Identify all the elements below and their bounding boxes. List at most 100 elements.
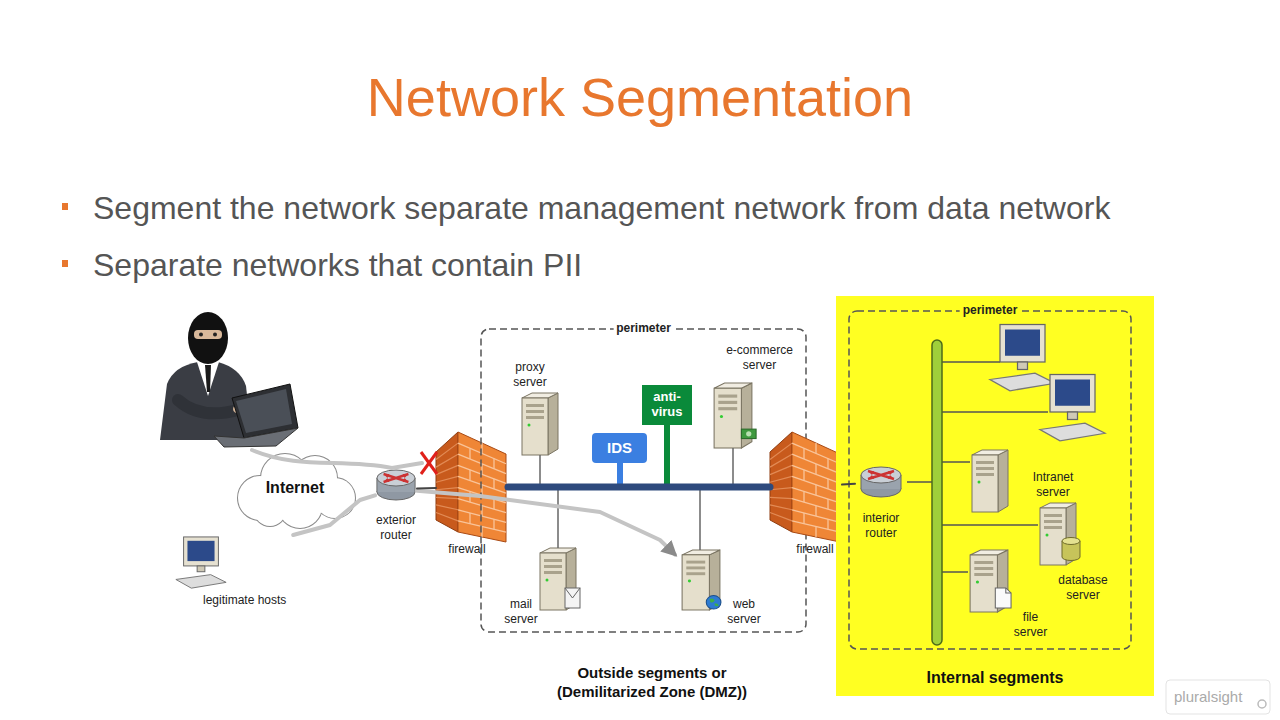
node-label: perimeter [613, 320, 674, 336]
firewall-wall [815, 443, 816, 453]
firewall-wall [436, 497, 458, 498]
router-symbol: interior router [855, 462, 907, 542]
firewall-wall [493, 519, 494, 529]
server-node: web server [675, 545, 765, 630]
firewall-symbol: firewall [770, 432, 842, 557]
workstation-icon [176, 575, 226, 589]
firewall-wall [493, 479, 494, 489]
firewall-wall [792, 443, 840, 464]
server-icon [565, 588, 580, 598]
workstation-icon [1055, 380, 1090, 406]
firewall-wall [436, 465, 458, 474]
dashed-outline [849, 311, 1131, 649]
firewall-wall [458, 443, 506, 464]
server-icon [976, 461, 994, 464]
watermark-box [1166, 680, 1270, 714]
server-icon [974, 561, 993, 564]
internal-tap [942, 571, 968, 573]
firewall-wall [469, 448, 470, 459]
server-icon [682, 550, 720, 555]
firewall-wall [792, 432, 840, 542]
server-icon [995, 588, 1011, 608]
router-icon [384, 474, 409, 482]
attacker-figure [199, 333, 203, 337]
firewall-wall [770, 476, 792, 482]
firewall-wall [803, 491, 804, 502]
node-label: legitimate hosts [203, 593, 308, 608]
server-icon [544, 559, 562, 562]
router-icon [375, 468, 417, 502]
server-icon [1062, 538, 1080, 545]
server-icon [686, 561, 705, 564]
node-label: mail server [500, 597, 542, 627]
server-icon [978, 481, 981, 484]
firewall-wall [469, 513, 470, 524]
workstation-icon [172, 535, 230, 593]
workstation-icon [1068, 412, 1078, 420]
firewall-wall [803, 448, 804, 459]
server-icon [968, 550, 1010, 612]
bus-tap [732, 448, 734, 487]
firewall-wall [469, 470, 470, 481]
server-icon [976, 467, 994, 470]
server-icon [688, 580, 691, 583]
server-icon [522, 393, 558, 398]
node-label: database server [1053, 573, 1113, 603]
node-label: file server [1008, 610, 1053, 640]
server-icon [968, 550, 1010, 612]
firewall-wall [493, 459, 494, 469]
firewall-wall [436, 443, 458, 459]
server-icon [972, 455, 998, 512]
router-icon [861, 467, 901, 483]
server-icon [714, 388, 741, 448]
workstation-icon [1040, 375, 1105, 441]
antivirus-box: anti-virus [642, 385, 692, 425]
node-label: exterior router [365, 513, 427, 543]
firewall-wall [458, 432, 506, 542]
link-line [417, 487, 436, 490]
firewall-wall [770, 512, 792, 520]
block-cross [421, 452, 437, 474]
workstation-icon [1018, 362, 1028, 370]
node-label: web server [723, 597, 765, 627]
server-icon [1044, 526, 1062, 529]
router-icon [868, 471, 894, 479]
server-icon [741, 429, 756, 438]
server-icon [1040, 503, 1076, 508]
attacker-figure [214, 428, 298, 447]
block-cross [421, 452, 437, 474]
firewall-wall [436, 488, 458, 490]
firewall-wall [436, 454, 458, 467]
cloud-outline [254, 494, 286, 526]
firewall-wall [815, 464, 816, 474]
bullet-text: Separate networks that contain PII [93, 245, 582, 285]
server-icon [974, 573, 993, 576]
slide-title: Network Segmentation [0, 65, 1280, 129]
internal-tap [942, 524, 1038, 526]
workstation-icon [1000, 325, 1045, 363]
server-icon [1044, 520, 1062, 523]
cloud-outline [254, 494, 286, 526]
block-cross [421, 452, 437, 474]
bullet-text: Segment the network separate management … [93, 188, 1110, 228]
server-node: mail server [500, 545, 585, 630]
ids-box: IDS [592, 433, 647, 463]
node-label: interior router [850, 511, 912, 541]
server-node: proxy server [505, 360, 565, 460]
server-icon [970, 550, 1008, 555]
antivirus-tap [664, 425, 670, 485]
workstation-icon [1005, 330, 1040, 356]
router-icon [375, 468, 417, 502]
server-icon [526, 416, 544, 419]
workstation-icon [1050, 375, 1095, 413]
workstation-icon [990, 325, 1055, 391]
server-icon [712, 383, 754, 448]
server-icon [565, 588, 580, 608]
firewall-wall [770, 432, 842, 542]
attacker-figure [160, 312, 298, 447]
server-icon [544, 565, 562, 568]
firewall-wall [770, 432, 842, 542]
firewall-wall [827, 459, 828, 469]
server-icon [720, 415, 723, 418]
dashed-outline [481, 329, 806, 632]
